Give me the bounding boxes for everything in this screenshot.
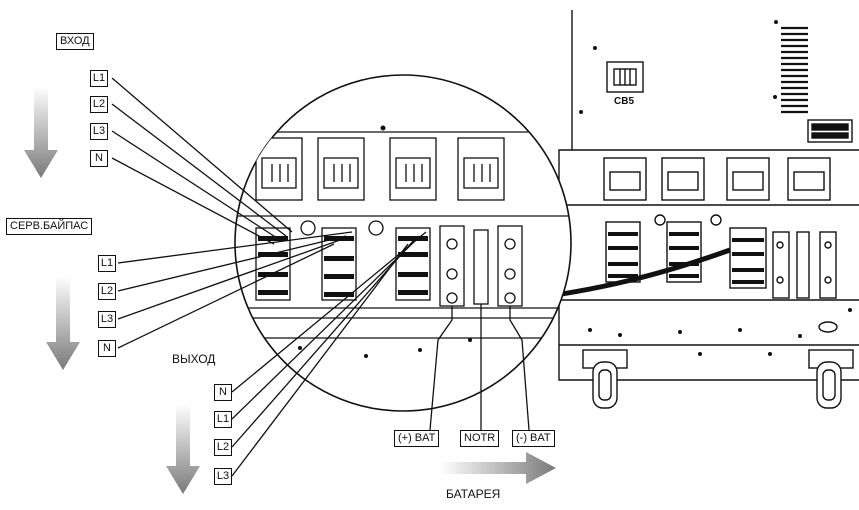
bypass-terminal-l1: L1 [98,255,116,272]
bypass-title: СЕРВ.БАЙПАС [6,218,93,235]
output-terminal-l3: L3 [214,468,232,485]
battery-arrow [440,452,556,484]
input-terminal-l3: L3 [90,123,108,140]
input-terminal-l1: L1 [90,70,108,87]
output-arrow [166,404,200,494]
output-title: ВЫХОД [172,352,216,366]
bypass-terminal-l3: L3 [98,311,116,328]
battery-terminal-positive: (+) BAT [394,430,440,447]
battery-title: БАТАРЕЯ [446,487,501,501]
ups-cabinet [558,10,859,409]
input-title: ВХОД [56,33,94,50]
output-terminal-l2: L2 [214,439,232,456]
input-terminal-l2: L2 [90,96,108,113]
input-terminal-n: N [90,150,108,167]
output-terminal-n: N [214,384,232,401]
battery-terminal-neutral: NOTR [460,430,500,447]
zoom-circle [234,74,572,412]
output-terminal-l1: L1 [214,411,232,428]
cabinet-breaker-label: CB5 [614,96,635,107]
bypass-terminal-n: N [98,340,116,357]
input-arrow [24,86,58,178]
wires [111,77,530,477]
bypass-arrow [46,276,80,370]
bypass-terminal-l2: L2 [98,283,116,300]
battery-terminal-negative: (-) BAT [512,430,555,447]
